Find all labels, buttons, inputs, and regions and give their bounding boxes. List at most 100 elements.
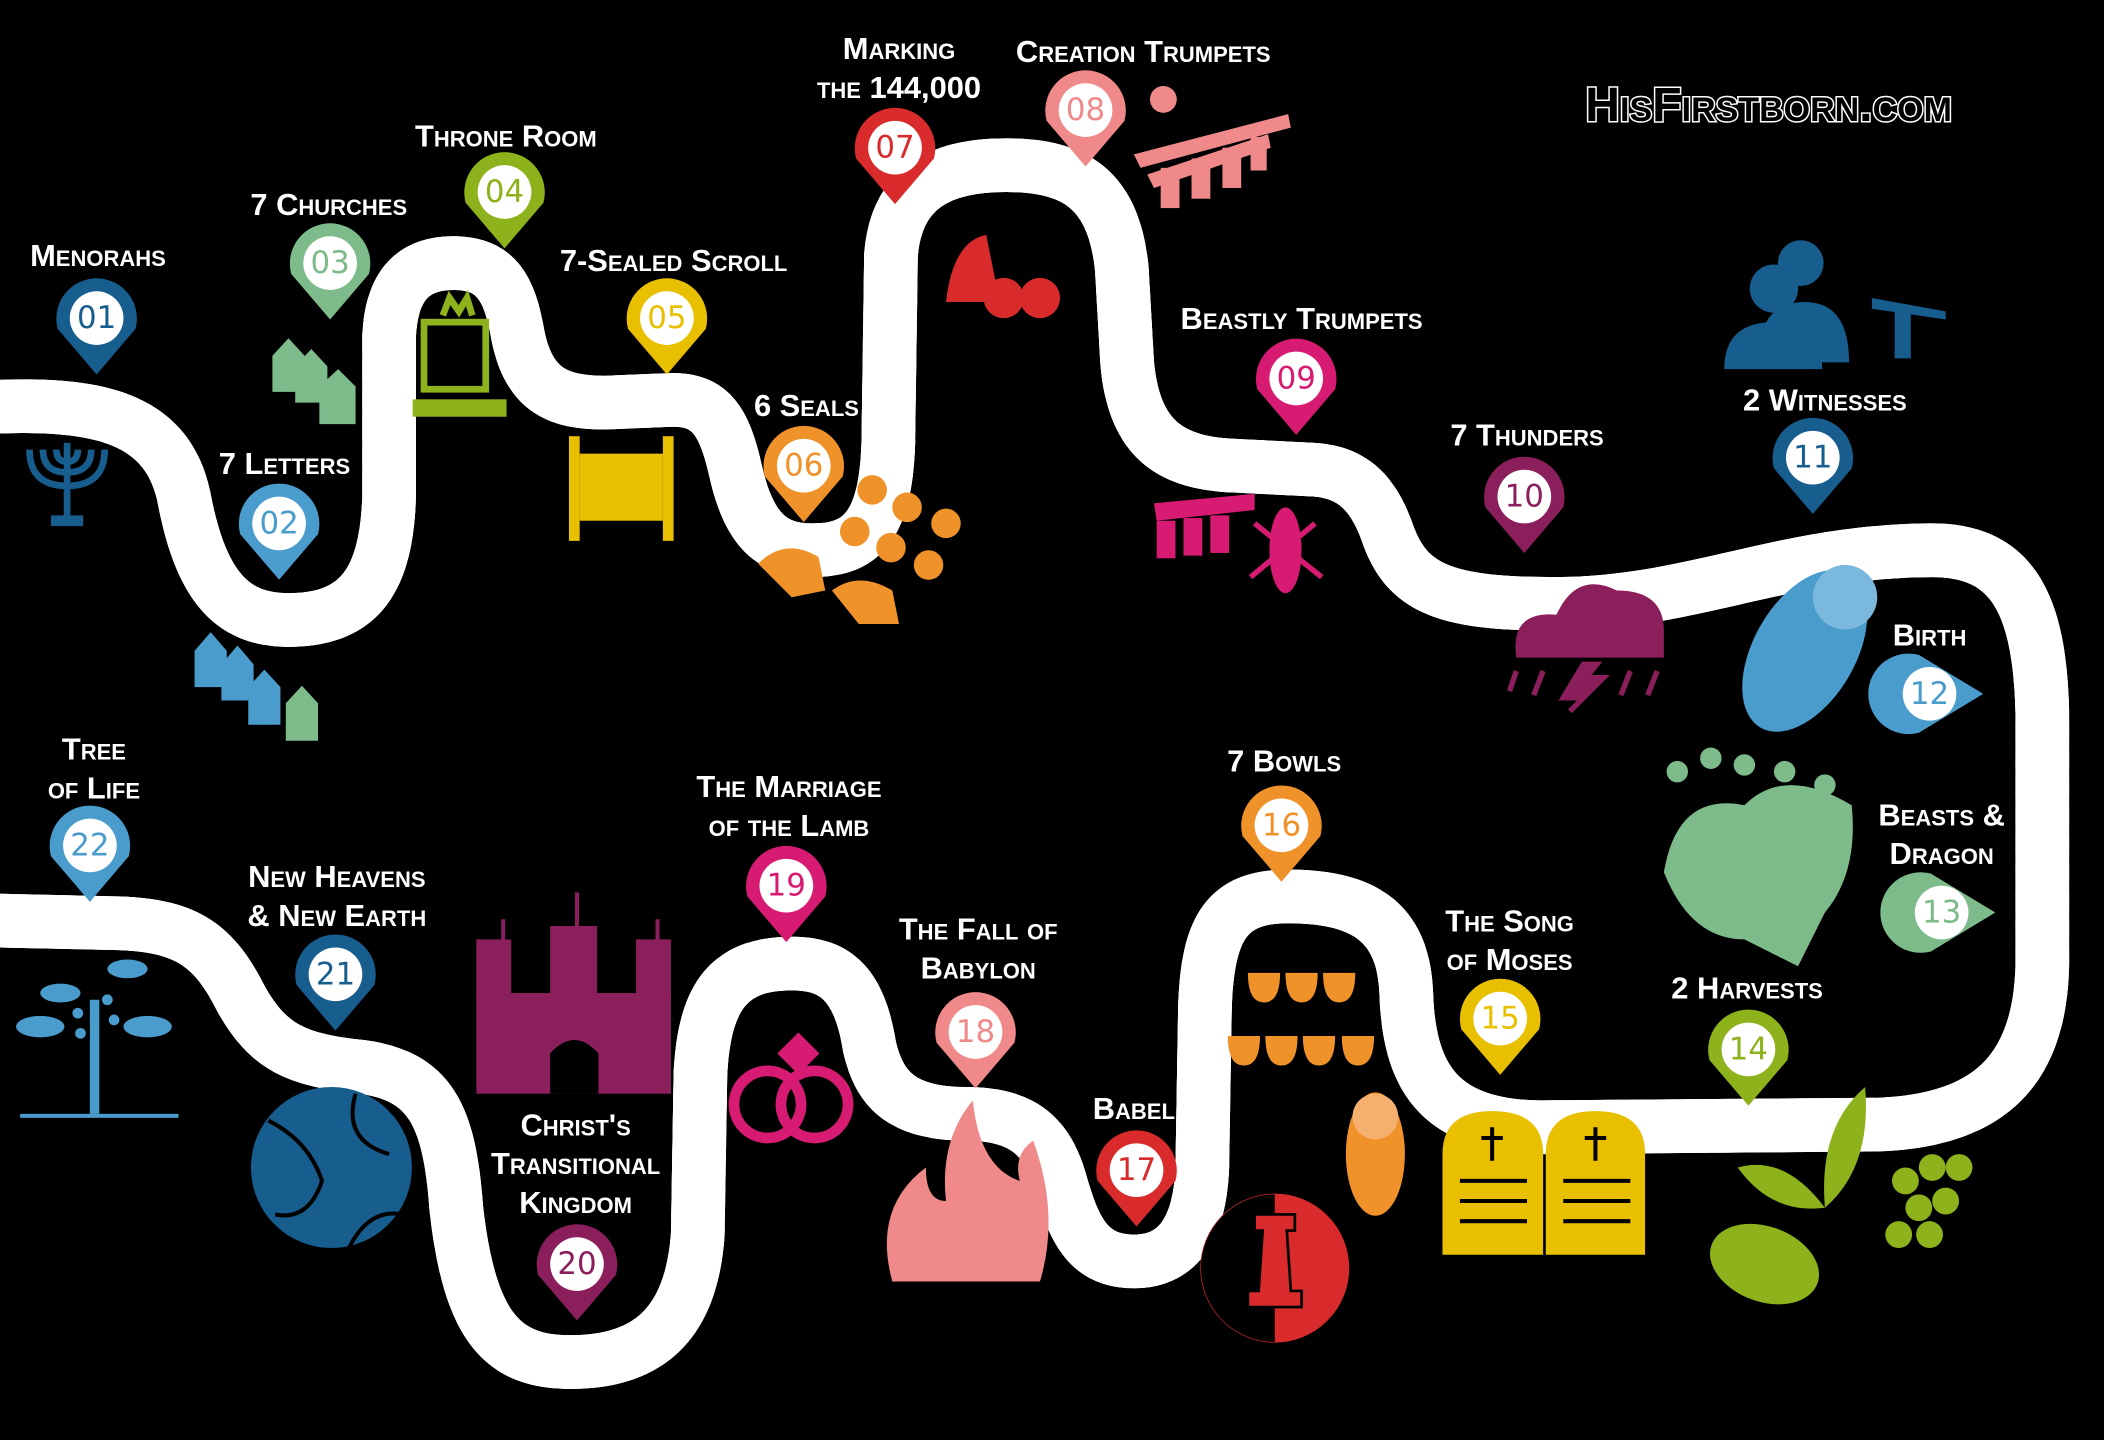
tree-icon [16,959,179,1118]
churches-icon [272,338,356,425]
stop-label: New Heavens [248,859,425,894]
stop-number: 19 [767,868,806,904]
stop-label: 7-Sealed Scroll [560,243,788,278]
stop-pin-17[interactable]: 17 [1096,1130,1177,1227]
trumpets-icon [1133,85,1291,209]
stop-number: 13 [1922,895,1961,931]
stop-number: 09 [1277,361,1316,397]
pin-badge [550,1237,604,1291]
stop-number: 15 [1481,1001,1520,1037]
pin-badge [69,291,124,345]
stop-label: Throne Room [415,118,597,153]
menorah-icon [26,442,109,527]
stop-number: 05 [647,300,686,336]
pin-badge [303,236,357,290]
stop-number: 22 [70,827,109,863]
pin-badge [759,858,814,913]
stop-label: The Song [1445,903,1574,938]
stop-pin-06[interactable]: 06 [763,425,845,523]
stop-number: 14 [1729,1031,1768,1067]
stop-pin-11[interactable]: 11 [1772,417,1854,515]
stop-pin-01[interactable]: 01 [56,278,137,375]
stop-pin-09[interactable]: 09 [1255,338,1337,435]
stop-number: 03 [310,245,349,281]
pin-badge [308,947,363,1002]
stop-pin-20[interactable]: 20 [536,1224,618,1321]
site-logo[interactable]: HisFirstborn.com [1584,76,1954,133]
seals-horses-icon [758,475,961,625]
stop-label: 7 Bowls [1227,744,1341,779]
stop-label: 6 Seals [754,388,859,423]
stop-pin-18[interactable]: 18 [935,992,1016,1089]
stop-pin-04[interactable]: 04 [464,152,545,249]
stop-label: of the Lamb [709,808,870,843]
stop-label: 7 Thunders [1450,418,1603,453]
stop-pin-13[interactable]: 13 [1880,872,1996,953]
pin-badge [1914,885,1969,940]
stop-number: 02 [259,505,298,541]
stop-pin-12[interactable]: 12 [1868,653,1984,735]
stop-number: 07 [875,130,914,166]
stop-label: of Life [48,770,140,805]
stop-label: the 144,000 [817,70,981,105]
witnesses-icon [1724,240,1946,370]
stop-number: 06 [784,448,823,484]
stop-label: of Moses [1447,942,1573,977]
castle-icon [476,892,671,1094]
pin-badge [63,818,117,873]
fire-icon [886,1100,1049,1282]
fruit-icon [945,234,1061,319]
stop-pin-02[interactable]: 02 [238,483,320,580]
stop-pin-05[interactable]: 05 [626,278,708,375]
stop-label: Beasts & [1878,797,2005,832]
stop-label: 7 Letters [219,446,350,481]
stop-label: The Marriage [696,769,881,804]
harvest-icon [1710,1086,1973,1305]
stop-label: Babel [1093,1091,1175,1126]
pin-badge [948,1005,1003,1059]
stop-pin-10[interactable]: 10 [1484,456,1565,553]
stop-label: Transitional [491,1146,660,1181]
stop-number: 20 [557,1246,596,1282]
pin-badge [1254,798,1309,853]
stop-label: Creation Trumpets [1016,34,1271,69]
stop-label: Kingdom [519,1185,632,1220]
stop-pin-14[interactable]: 14 [1708,1009,1789,1106]
stop-pin-19[interactable]: 19 [746,845,827,943]
stop-pin-22[interactable]: 22 [49,805,131,902]
pin-badge [640,291,694,345]
pin-badge [776,438,831,493]
stop-label: Marking [843,31,955,66]
pin-badge [1109,1143,1164,1198]
stop-number: 21 [316,956,355,992]
stop-label: Birth [1893,618,1967,653]
pin-badge [868,120,922,175]
stop-number: 04 [485,174,524,210]
stop-label: & New Earth [247,898,426,933]
stop-label: 7 Churches [250,187,407,222]
pin-badge [477,165,532,219]
thunder-cloud-icon [1507,584,1664,714]
stop-number: 16 [1262,807,1301,843]
pin-badge [1269,351,1324,406]
stop-pin-07[interactable]: 07 [854,107,936,205]
pin-badge [1902,666,1957,721]
tablets-icon [1442,1111,1646,1255]
stop-label: 2 Harvests [1671,970,1823,1005]
stop-label: The Fall of [899,911,1058,946]
baby-icon [1742,565,1878,732]
stop-number: 18 [956,1014,995,1050]
stop-pin-21[interactable]: 21 [295,934,376,1031]
stop-number: 10 [1505,479,1544,515]
stop-pin-08[interactable]: 08 [1045,70,1126,167]
stop-pin-16[interactable]: 16 [1241,785,1322,882]
icons [16,85,1973,1343]
stop-pin-15[interactable]: 15 [1459,978,1541,1075]
pin-badge [1473,991,1528,1046]
stop-number: 12 [1910,676,1949,712]
stop-pin-03[interactable]: 03 [289,223,371,320]
pin-badge [1058,83,1113,137]
stop-label: Beastly Trumpets [1181,301,1423,336]
scroll-icon [568,436,674,541]
